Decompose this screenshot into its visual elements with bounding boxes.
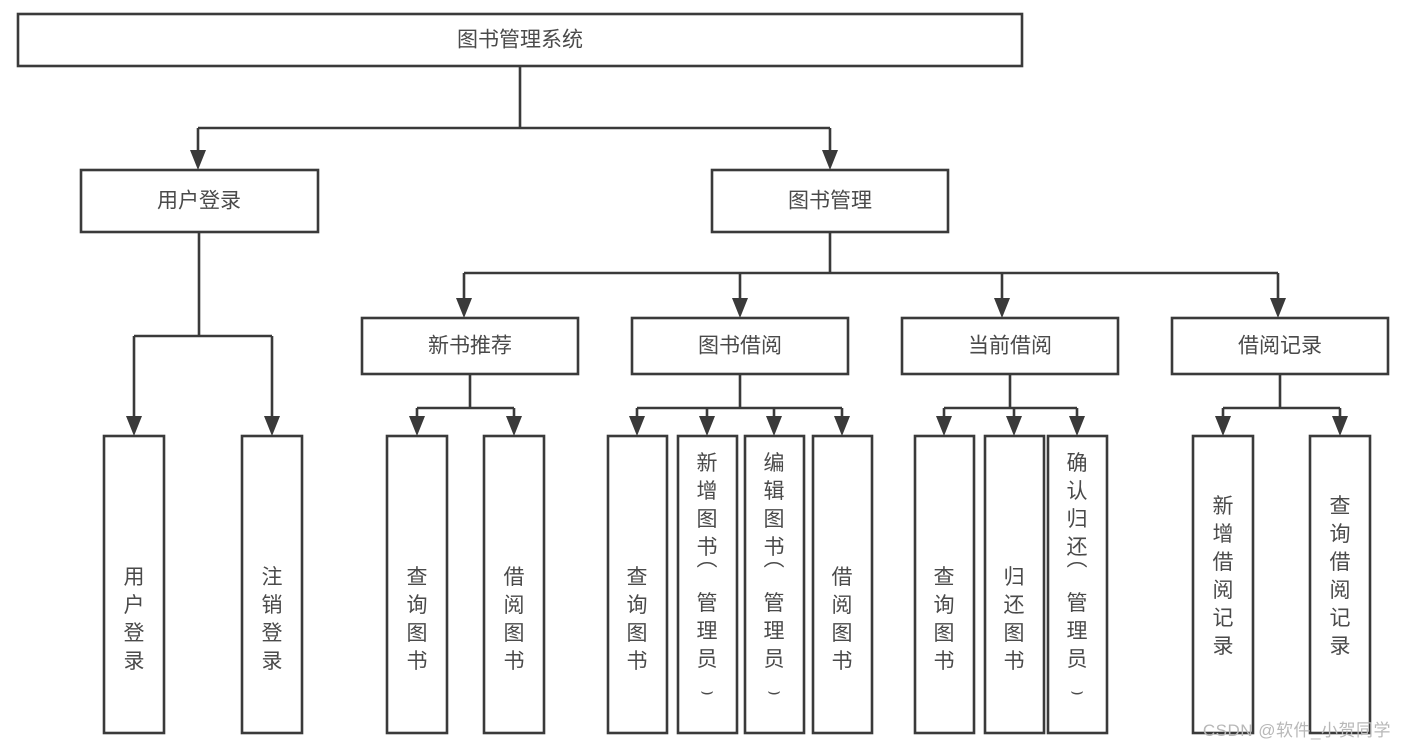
node-leaf-confirm-return-admin[interactable]: 确认归还⌒管理员⌣ (1046, 434, 1109, 735)
node-book-manage-box[interactable] (710, 168, 950, 234)
node-leaf-query-borrow-record[interactable]: 查询借阅记录 (1308, 434, 1372, 735)
arrow-leaf-edit-book-admin (766, 416, 782, 436)
node-user-login-box[interactable] (79, 168, 320, 234)
node-leaf-add-book-admin-box[interactable] (676, 434, 739, 735)
node-borrow-record-label: 借阅记录 (1238, 335, 1322, 358)
node-leaf-confirm-return-admin-label: 确认归还⌒管理员⌣ (1067, 452, 1088, 703)
node-leaf-return-book[interactable]: 归还图书 (983, 434, 1046, 735)
arrow-to-user-login (190, 150, 206, 170)
node-leaf-query-book-borrow[interactable]: 查询图书 (606, 434, 669, 735)
node-leaf-query-book-rec-label: 查询图书 (407, 566, 428, 673)
arrow-leaf-add-borrow-record (1215, 416, 1231, 436)
node-new-book-recommend-box[interactable] (360, 316, 580, 376)
node-leaf-confirm-return-admin-box[interactable] (1046, 434, 1109, 735)
arrow-leaf-user-login (126, 416, 142, 436)
node-leaf-query-book-rec-box[interactable] (385, 434, 449, 735)
node-leaf-query-book-rec[interactable]: 查询图书 (385, 434, 449, 735)
arrow-to-new-book-recommend (456, 298, 472, 318)
node-leaf-user-login-label: 用户登录 (124, 566, 145, 673)
arrow-leaf-return-book (1006, 416, 1022, 436)
node-new-book-recommend-label: 新书推荐 (428, 335, 512, 358)
arrow-to-current-borrow (994, 298, 1010, 318)
node-borrow-record[interactable]: 借阅记录 (1170, 316, 1390, 376)
node-leaf-add-borrow-record-label: 新增借阅记录 (1213, 495, 1234, 658)
node-leaf-user-login-box[interactable] (102, 434, 166, 735)
arrow-leaf-logout-login (264, 416, 280, 436)
node-leaf-add-book-admin[interactable]: 新增图书⌒管理员⌣ (676, 434, 739, 735)
node-leaf-logout-login-box[interactable] (240, 434, 304, 735)
node-current-borrow-label: 当前借阅 (968, 335, 1052, 358)
node-leaf-query-book-cur[interactable]: 查询图书 (913, 434, 976, 735)
node-user-login-label: 用户登录 (157, 190, 241, 213)
node-leaf-borrow-book-rec[interactable]: 借阅图书 (482, 434, 546, 735)
node-root-box[interactable] (16, 12, 1024, 68)
node-book-borrow-label: 图书借阅 (698, 335, 782, 358)
node-leaf-add-borrow-record[interactable]: 新增借阅记录 (1191, 434, 1255, 735)
arrow-leaf-borrow-book-rec (506, 416, 522, 436)
node-leaf-query-book-borrow-box[interactable] (606, 434, 669, 735)
node-leaf-edit-book-admin-label: 编辑图书⌒管理员⌣ (764, 452, 785, 703)
node-leaf-borrow-book-label: 借阅图书 (832, 566, 853, 673)
node-root[interactable]: 图书管理系统 (16, 12, 1024, 68)
node-leaf-query-borrow-record-label: 查询借阅记录 (1330, 495, 1351, 658)
node-leaf-user-login[interactable]: 用户登录 (102, 434, 166, 735)
arrow-leaf-query-borrow-record (1332, 416, 1348, 436)
node-leaf-return-book-box[interactable] (983, 434, 1046, 735)
arrow-leaf-borrow-book (834, 416, 850, 436)
node-leaf-borrow-book-rec-label: 借阅图书 (504, 566, 525, 673)
arrow-to-borrow-record (1270, 298, 1286, 318)
csdn-watermark: CSDN @软件_小贺同学 (1202, 721, 1391, 740)
arrow-leaf-add-book-admin (699, 416, 715, 436)
node-leaf-logout-login-label: 注销登录 (262, 566, 283, 673)
node-leaf-borrow-book[interactable]: 借阅图书 (811, 434, 874, 735)
arrow-leaf-confirm-return-admin (1069, 416, 1085, 436)
node-leaf-query-borrow-record-box[interactable] (1308, 434, 1372, 735)
node-book-manage[interactable]: 图书管理 (710, 168, 950, 234)
node-leaf-add-borrow-record-box[interactable] (1191, 434, 1255, 735)
node-root-label: 图书管理系统 (457, 29, 583, 52)
node-new-book-recommend[interactable]: 新书推荐 (360, 316, 580, 376)
arrow-to-book-borrow (732, 298, 748, 318)
arrow-leaf-query-book-cur (936, 416, 952, 436)
node-borrow-record-box[interactable] (1170, 316, 1390, 376)
node-book-borrow[interactable]: 图书借阅 (630, 316, 850, 376)
node-leaf-query-book-cur-box[interactable] (913, 434, 976, 735)
node-current-borrow[interactable]: 当前借阅 (900, 316, 1120, 376)
node-leaf-borrow-book-rec-box[interactable] (482, 434, 546, 735)
node-leaf-query-book-cur-label: 查询图书 (934, 566, 955, 673)
node-book-borrow-box[interactable] (630, 316, 850, 376)
node-leaf-edit-book-admin-box[interactable] (743, 434, 806, 735)
node-user-login[interactable]: 用户登录 (79, 168, 320, 234)
node-leaf-borrow-book-box[interactable] (811, 434, 874, 735)
node-leaf-logout-login[interactable]: 注销登录 (240, 434, 304, 735)
arrow-to-book-manage (822, 150, 838, 170)
node-leaf-add-book-admin-label: 新增图书⌒管理员⌣ (697, 452, 718, 703)
node-book-manage-label: 图书管理 (788, 190, 872, 213)
node-leaf-edit-book-admin[interactable]: 编辑图书⌒管理员⌣ (743, 434, 806, 735)
arrow-leaf-query-book-rec (409, 416, 425, 436)
arrow-leaf-query-book-borrow (629, 416, 645, 436)
node-leaf-return-book-label: 归还图书 (1004, 566, 1025, 673)
node-current-borrow-box[interactable] (900, 316, 1120, 376)
connector-layer (126, 66, 1348, 436)
node-leaf-query-book-borrow-label: 查询图书 (627, 566, 648, 673)
